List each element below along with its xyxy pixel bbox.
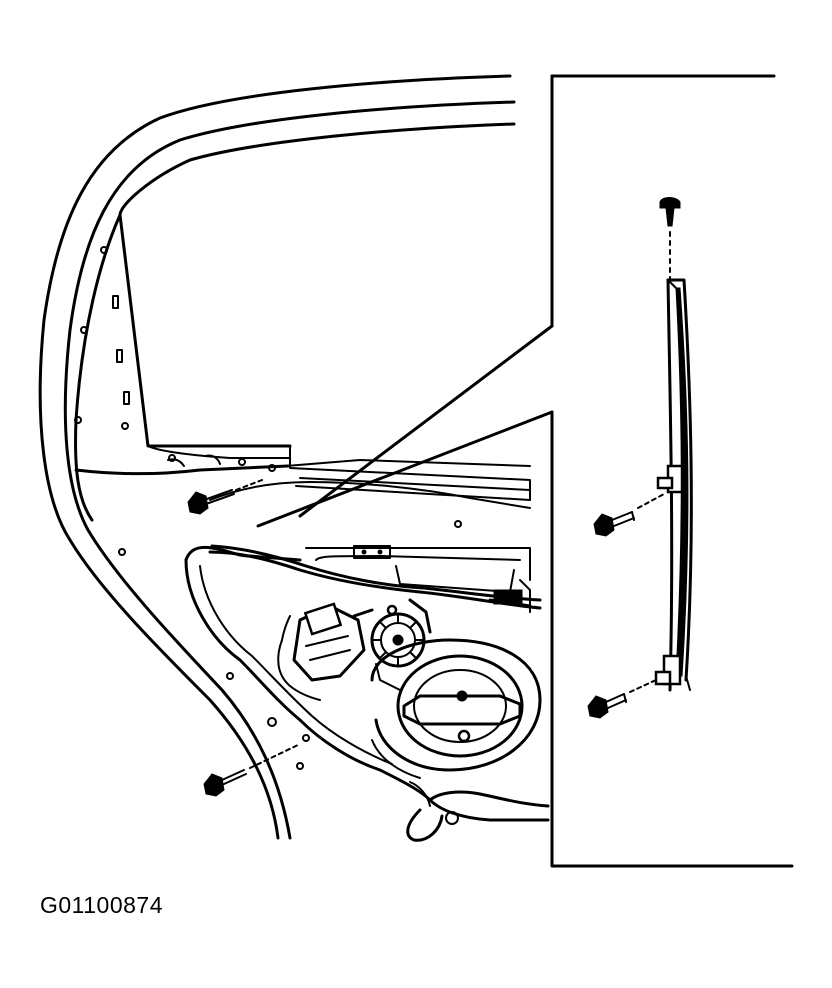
lower-latch — [409, 781, 550, 825]
figure-code: G01100874 — [40, 892, 164, 918]
speaker — [370, 638, 542, 779]
callout-leader — [256, 324, 554, 528]
window-opening — [118, 213, 292, 459]
bolt-lower — [203, 743, 301, 797]
door-inner-panel — [74, 445, 531, 770]
detail-box — [550, 74, 794, 868]
frame-holes — [74, 246, 130, 430]
detail-bolt-upper — [593, 493, 665, 537]
bolt-upper — [187, 479, 263, 515]
push-pin-retainer — [659, 197, 681, 279]
drive-gear — [370, 598, 432, 691]
regulator-motor — [277, 602, 374, 701]
detail-bolt-lower — [587, 679, 657, 719]
door-frame — [38, 74, 516, 840]
window-channel-run — [654, 278, 693, 692]
regulator-rail — [208, 544, 542, 613]
